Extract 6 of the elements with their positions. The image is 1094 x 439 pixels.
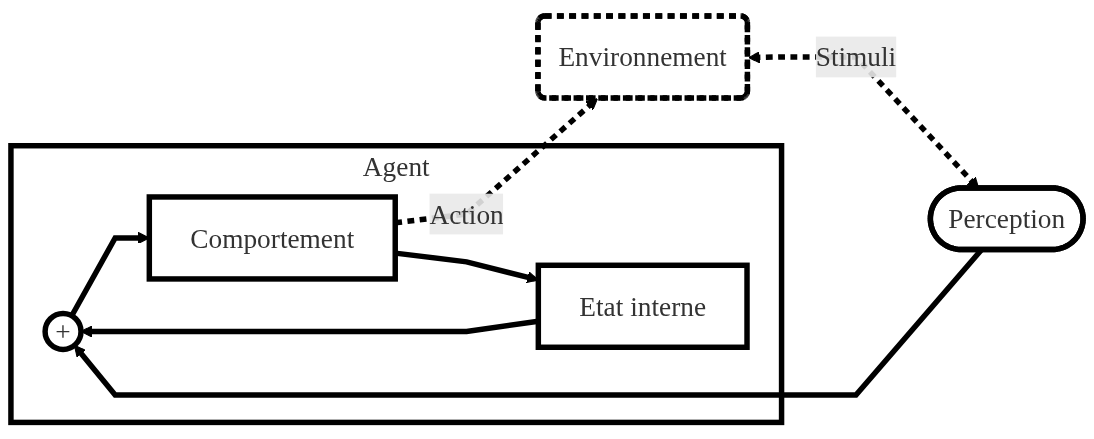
edge-label: Stimuli	[815, 42, 897, 73]
node-box: Comportement	[146, 194, 398, 282]
edge-label: Action	[429, 199, 504, 230]
node-box: Etat interne	[535, 262, 750, 351]
node-circle: +	[42, 311, 84, 353]
arrow	[73, 248, 984, 399]
